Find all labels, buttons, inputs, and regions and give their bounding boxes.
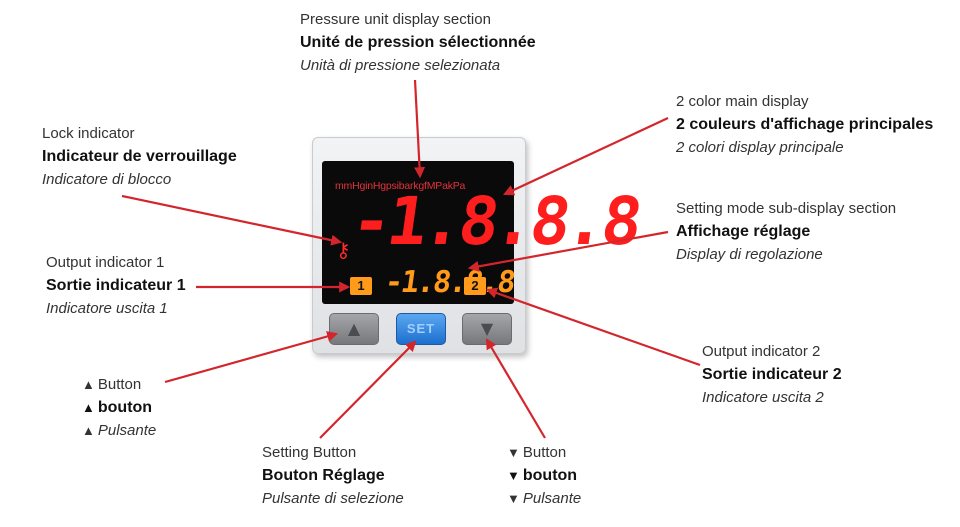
up-triangle-icon: ▲ xyxy=(82,400,95,415)
output-indicator-1-badge: 1 xyxy=(350,277,372,295)
arrow-down-button xyxy=(485,338,546,439)
set-button[interactable]: SET xyxy=(396,313,446,345)
arrow-lock xyxy=(121,194,343,246)
label-output-1: Output indicator 1 Sortie indicateur 1 I… xyxy=(46,254,186,317)
arrow-main-display xyxy=(503,117,669,196)
label-pressure-unit: Pressure unit display section Unité de p… xyxy=(300,11,536,74)
label-sub-display: Setting mode sub-display section Afficha… xyxy=(676,200,897,263)
pressure-units-strip: mmHginHgpsibarkgfMPakPa xyxy=(335,180,466,192)
label-up-button: ▲Button ▲bouton ▲Pulsante xyxy=(82,376,157,439)
arrow-pressure-unit xyxy=(413,79,426,179)
down-triangle-icon: ▼ xyxy=(507,491,520,506)
down-triangle-icon: ▼ xyxy=(507,468,520,483)
arrow-setting-button xyxy=(319,340,417,439)
down-triangle-icon: ▼ xyxy=(507,445,520,460)
output-indicator-2-badge: 2 xyxy=(464,277,486,295)
label-output-2: Output indicator 2 Sortie indicateur 2 I… xyxy=(702,343,842,406)
label-down-button: ▼Button ▼bouton ▼Pulsante xyxy=(507,444,582,507)
up-triangle-icon: ▲ xyxy=(82,377,95,392)
arrow-sub-display xyxy=(467,230,669,272)
up-triangle-icon: ▲ xyxy=(82,423,95,438)
label-lock-indicator: Lock indicator Indicateur de verrouillag… xyxy=(42,125,237,188)
arrow-up-button xyxy=(164,331,339,384)
label-setting-button: Setting Button Bouton Réglage Pulsante d… xyxy=(262,444,404,507)
label-main-display: 2 color main display 2 couleurs d'affich… xyxy=(676,93,934,156)
arrow-output2 xyxy=(485,287,701,367)
